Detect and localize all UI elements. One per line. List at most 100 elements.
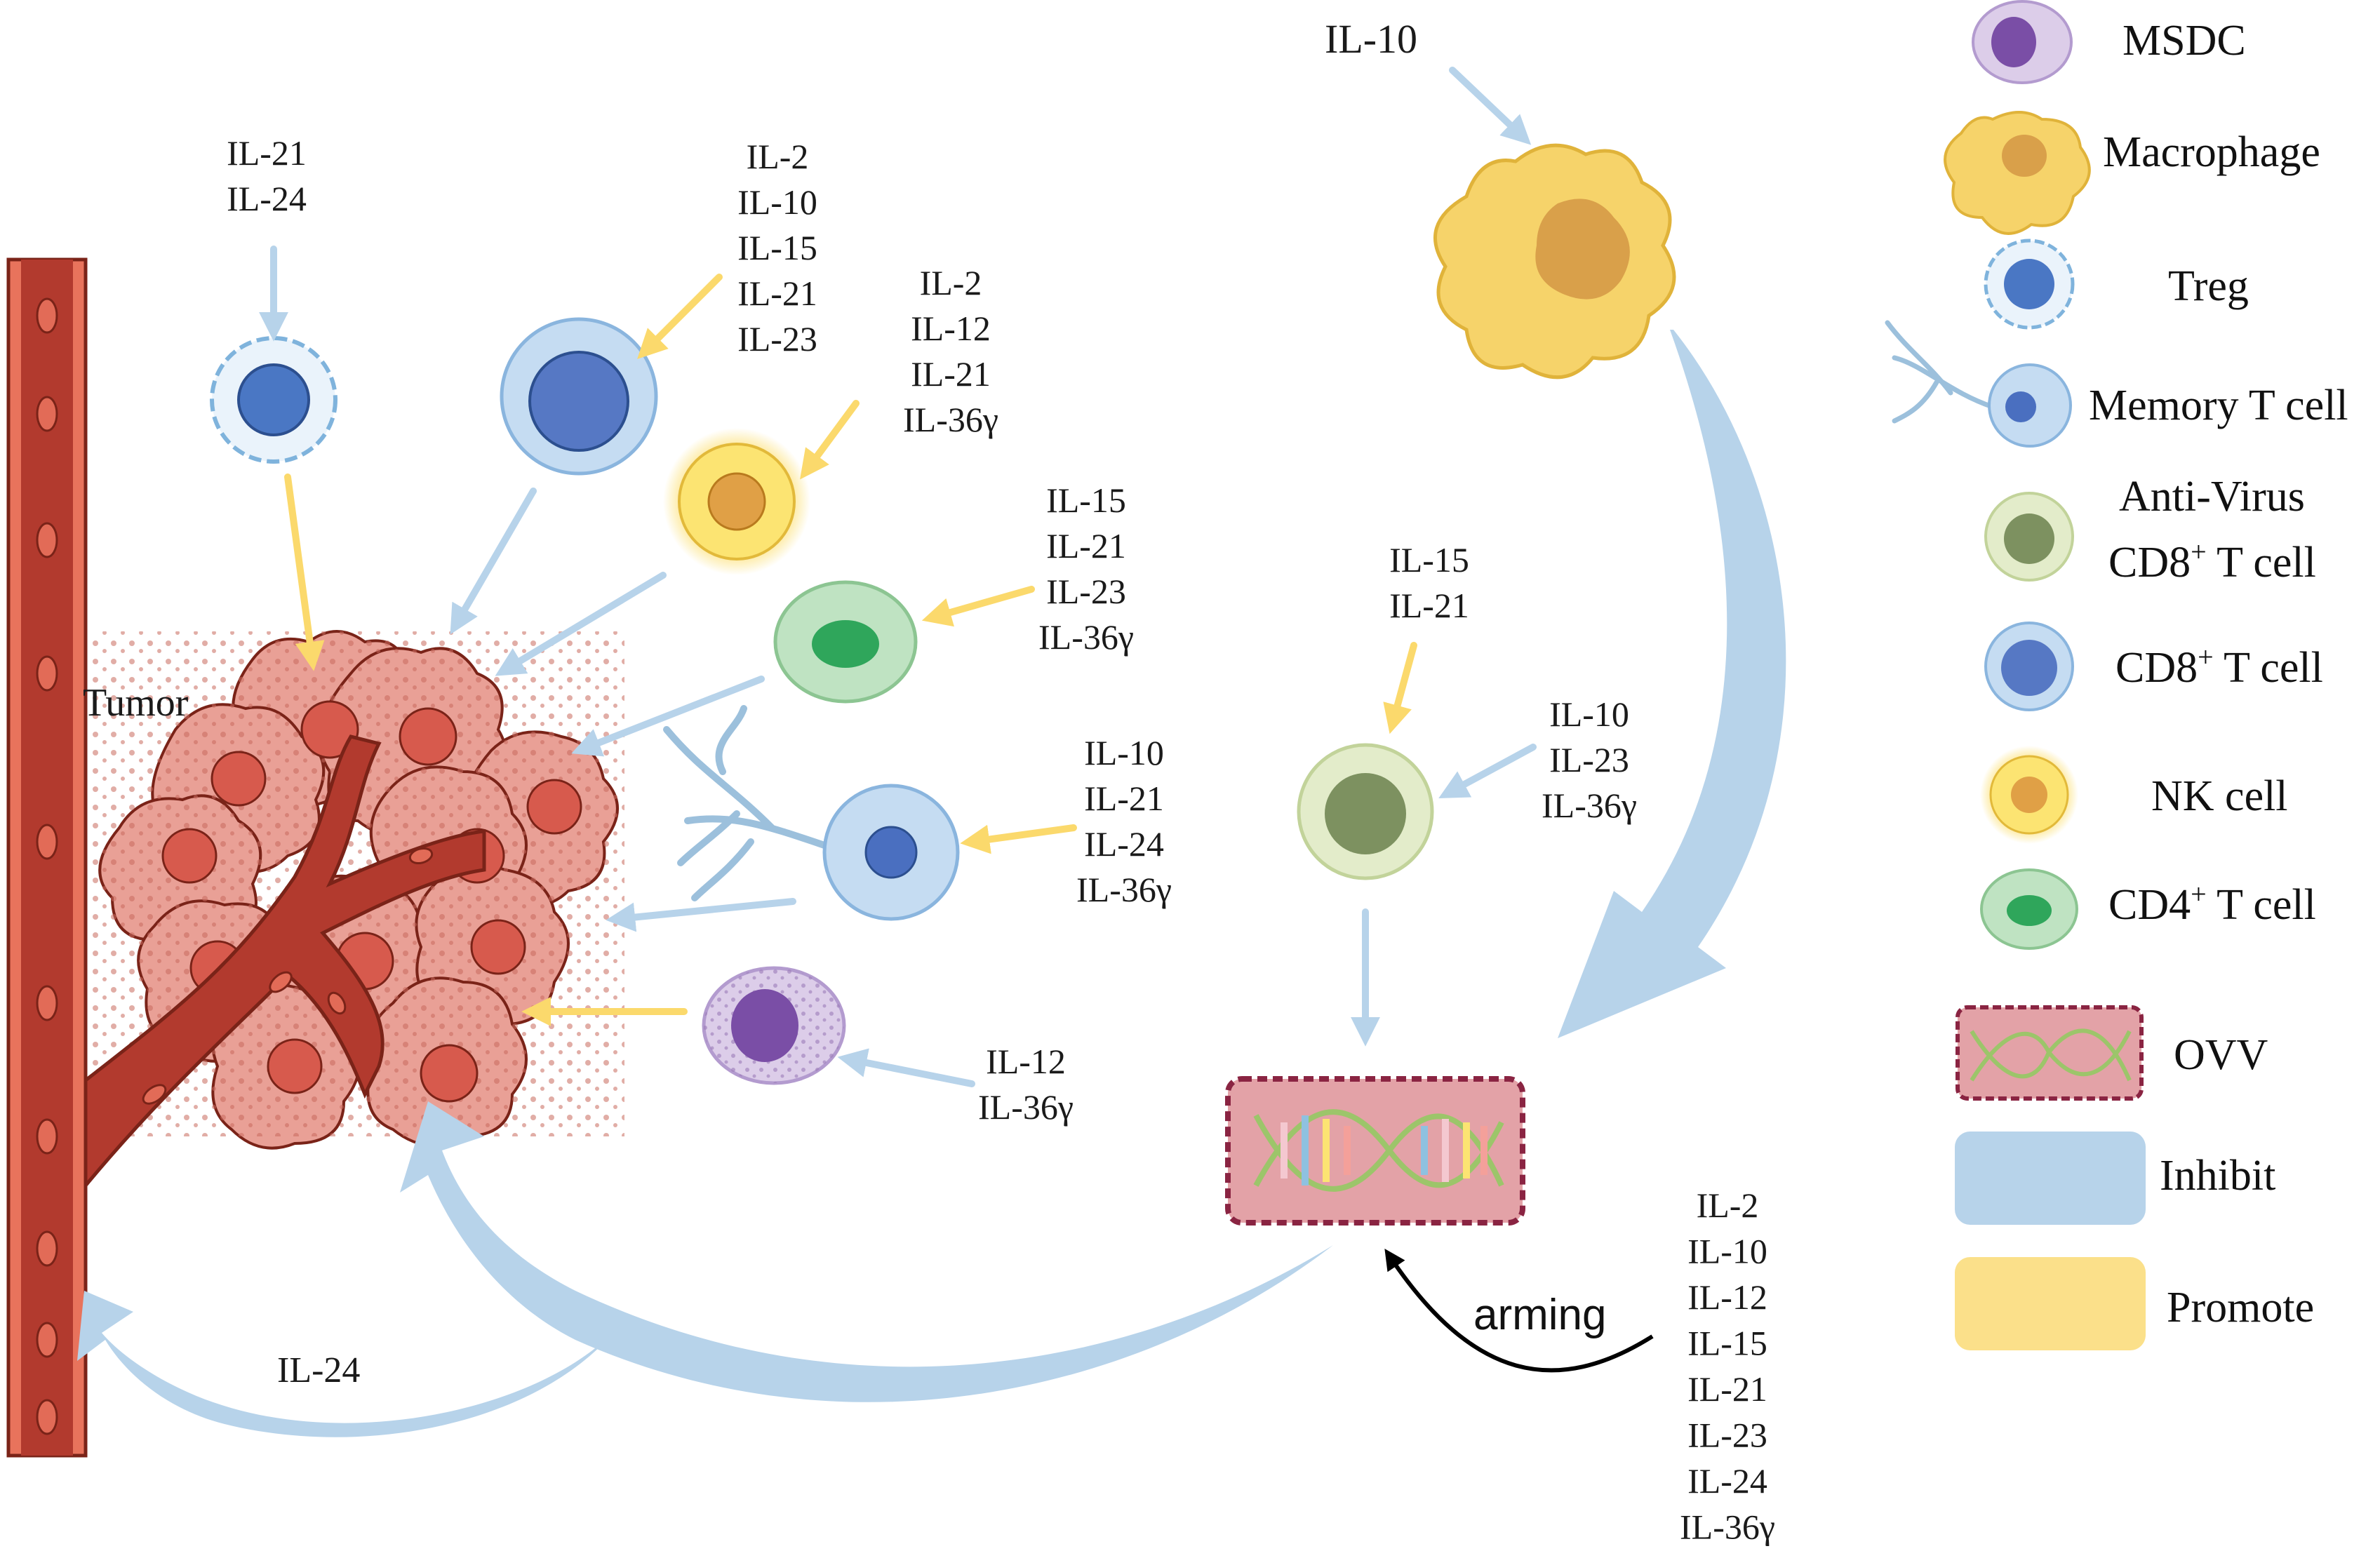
- il-label: IL-10: [1549, 694, 1629, 734]
- il10-top-label: IL-10: [1325, 16, 1417, 62]
- il-label: IL-36γ: [1038, 617, 1134, 657]
- il-label: IL-12: [1687, 1277, 1767, 1317]
- interleukin-groups: IL-21IL-24IL-2IL-10IL-15IL-21IL-23IL-2IL…: [227, 133, 1775, 1547]
- il-label: IL-15: [1687, 1324, 1767, 1363]
- arrow-nk-to-tumor: [495, 572, 667, 676]
- cd4-t-cell: [773, 580, 918, 704]
- il-label: IL-15: [1046, 481, 1126, 520]
- il-label: IL-23: [1687, 1416, 1767, 1455]
- il-label: IL-21: [227, 133, 307, 173]
- legend-antivirus-line2: CD8+ T cell: [2108, 536, 2316, 587]
- memory-t-cell: [663, 705, 960, 921]
- legend-cd8: CD8+ T cell: [2115, 641, 2323, 692]
- legend: MSDC Macrophage Treg Memory T cell Anti-…: [1885, 0, 2348, 1350]
- arrow-il-to-cd8: [637, 274, 723, 359]
- arrow-il-to-memory: [960, 824, 1077, 854]
- il-label: IL-2: [747, 137, 809, 176]
- arrow-ovv-to-tumor: [400, 1101, 1333, 1402]
- legend-nk-icon: [1980, 746, 2078, 844]
- tumor-vessel-rbc: [142, 847, 434, 1105]
- tumor-vessel: [83, 734, 486, 1190]
- macrophage-cell: [1433, 143, 1676, 380]
- cd8-t-cell: [500, 317, 658, 476]
- promote-arrows: [284, 274, 1417, 1026]
- legend-memory: Memory T cell: [2089, 382, 2348, 429]
- arrow-treg-to-tumor: [284, 474, 325, 671]
- nk-cell: [663, 428, 810, 575]
- legend-memory-icon: [1885, 320, 2072, 448]
- arming-arrow: [1384, 1249, 1654, 1373]
- tumor-mass: Tumor: [83, 630, 624, 1190]
- legend-treg: Treg: [2168, 262, 2249, 310]
- tumor-label: Tumor: [83, 681, 189, 725]
- large-inhibit-arrows: [77, 330, 1786, 1437]
- legend-macrophage: Macrophage: [2103, 128, 2320, 176]
- arming-label: arming: [1473, 1291, 1607, 1339]
- il-label: IL-10: [1687, 1232, 1767, 1271]
- red-blood-cells: [36, 297, 58, 1435]
- legend-inhibit-swatch: [1955, 1132, 2146, 1225]
- ovv-virus: [1225, 1076, 1525, 1226]
- arrow-il-to-msdc: [837, 1048, 975, 1087]
- treg-cell: [210, 336, 337, 464]
- arrow-il-to-nk: [800, 400, 860, 480]
- legend-msdc-icon: [1972, 0, 2073, 84]
- il-label: IL-2: [1697, 1186, 1759, 1225]
- legend-inhibit: Inhibit: [2160, 1152, 2275, 1200]
- il-label: IL-15: [737, 228, 817, 267]
- legend-promote: Promote: [2167, 1284, 2314, 1331]
- legend-ovv-icon: [1956, 1005, 2144, 1101]
- arrow-il-to-cd4: [921, 586, 1035, 627]
- legend-treg-icon: [1984, 239, 2075, 330]
- legend-antivirus-line1: Anti-Virus: [2119, 473, 2305, 521]
- il-label: IL-12: [986, 1042, 1066, 1081]
- il-label: IL-24: [1687, 1461, 1767, 1500]
- arrow-macrophage-to-ovv: [1558, 330, 1786, 1038]
- il-label: IL-21: [1046, 526, 1126, 565]
- legend-cd8-icon: [1984, 622, 2074, 711]
- antivirus-cd8-t-cell: [1297, 743, 1434, 880]
- inhibit-arrows: [259, 67, 1537, 1087]
- legend-antivirus-icon: [1984, 492, 2074, 582]
- vessel-il24-label: IL-24: [277, 1350, 360, 1390]
- il-label: IL-36γ: [1680, 1508, 1775, 1547]
- arrow-memory-to-tumor: [606, 898, 796, 932]
- legend-ovv: OVV: [2174, 1031, 2268, 1079]
- il-label: IL-21: [1687, 1369, 1767, 1409]
- il-label: IL-36γ: [1542, 786, 1637, 825]
- arrow-il10-to-macrophage: [1449, 67, 1532, 145]
- il-label: IL-2: [920, 263, 982, 302]
- arrow-cd8-to-tumor: [450, 488, 537, 635]
- legend-msdc: MSDC: [2122, 17, 2246, 65]
- legend-promote-swatch: [1955, 1257, 2146, 1350]
- legend-macrophage-icon: [1944, 111, 2091, 235]
- il-label: IL-12: [911, 309, 991, 348]
- labels: IL-10 IL-24 arming: [277, 16, 1607, 1390]
- il-label: IL-21: [1389, 586, 1469, 625]
- il-label: IL-21: [1084, 779, 1164, 818]
- arrow-il-to-antivirus-side: [1438, 744, 1537, 799]
- il-label: IL-21: [911, 354, 991, 394]
- il-label: IL-36γ: [903, 400, 998, 439]
- legend-nk: NK cell: [2151, 772, 2288, 820]
- il-label: IL-36γ: [1076, 870, 1172, 909]
- il-label: IL-21: [737, 274, 817, 313]
- legend-cd4-icon: [1980, 868, 2078, 950]
- il-label: IL-24: [227, 179, 307, 218]
- msdc-cell: [702, 966, 846, 1085]
- il-label: IL-23: [1046, 572, 1126, 611]
- il-label: IL-10: [737, 182, 817, 222]
- arrow-il-to-antivirus: [1383, 642, 1417, 734]
- il-label: IL-23: [737, 319, 817, 358]
- il-label: IL-23: [1549, 740, 1629, 779]
- legend-cd4: CD4+ T cell: [2108, 878, 2316, 929]
